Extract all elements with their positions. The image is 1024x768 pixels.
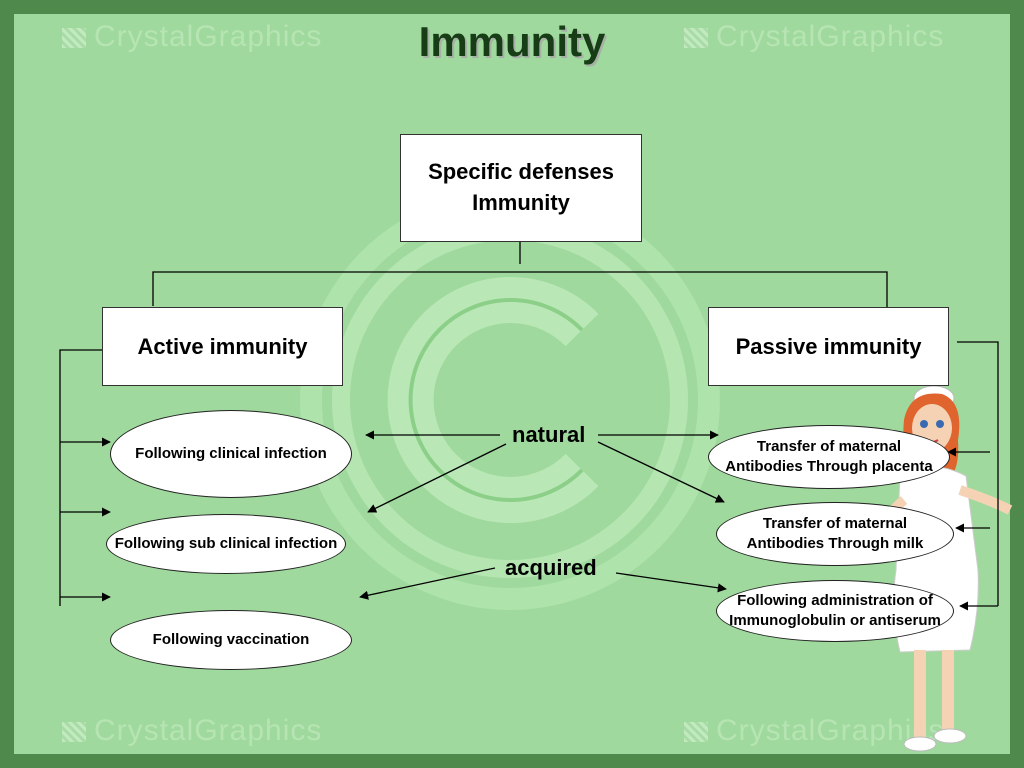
natural-label: natural [512, 422, 586, 447]
passive-immunity-box: Passive immunity [708, 307, 949, 386]
slide-title: Immunity [418, 18, 606, 65]
copyright-watermark-icon [300, 190, 720, 610]
crystalgraphics-logo-icon [684, 28, 708, 49]
watermark-top-right: CrystalGraphics [684, 20, 944, 54]
active-item-vaccination: Following vaccination [110, 610, 352, 670]
passive-immunity-label: Passive immunity [735, 333, 922, 359]
passive-item-immunoglobulin: Following administration of Immunoglobul… [716, 580, 954, 642]
watermark-bottom-left: CrystalGraphics [62, 714, 322, 748]
root-line-1: Specific defenses [428, 159, 614, 185]
active-immunity-label: Active immunity [137, 333, 308, 359]
passive-item-placenta: Transfer of maternal Antibodies Through … [708, 425, 950, 489]
crystalgraphics-logo-icon [62, 722, 86, 743]
passive-item-milk: Transfer of maternal Antibodies Through … [716, 502, 954, 566]
active-immunity-box: Active immunity [102, 307, 343, 386]
watermark-top-left: CrystalGraphics [62, 20, 322, 54]
active-item-subclinical-infection: Following sub clinical infection [106, 514, 346, 574]
root-line-2: Immunity [472, 190, 570, 215]
active-item-clinical-infection: Following clinical infection [110, 410, 352, 498]
crystalgraphics-logo-icon [684, 722, 708, 743]
specific-defenses-box: Specific defenses Immunity [400, 134, 642, 242]
acquired-label: acquired [505, 555, 597, 580]
crystalgraphics-logo-icon [62, 28, 86, 49]
